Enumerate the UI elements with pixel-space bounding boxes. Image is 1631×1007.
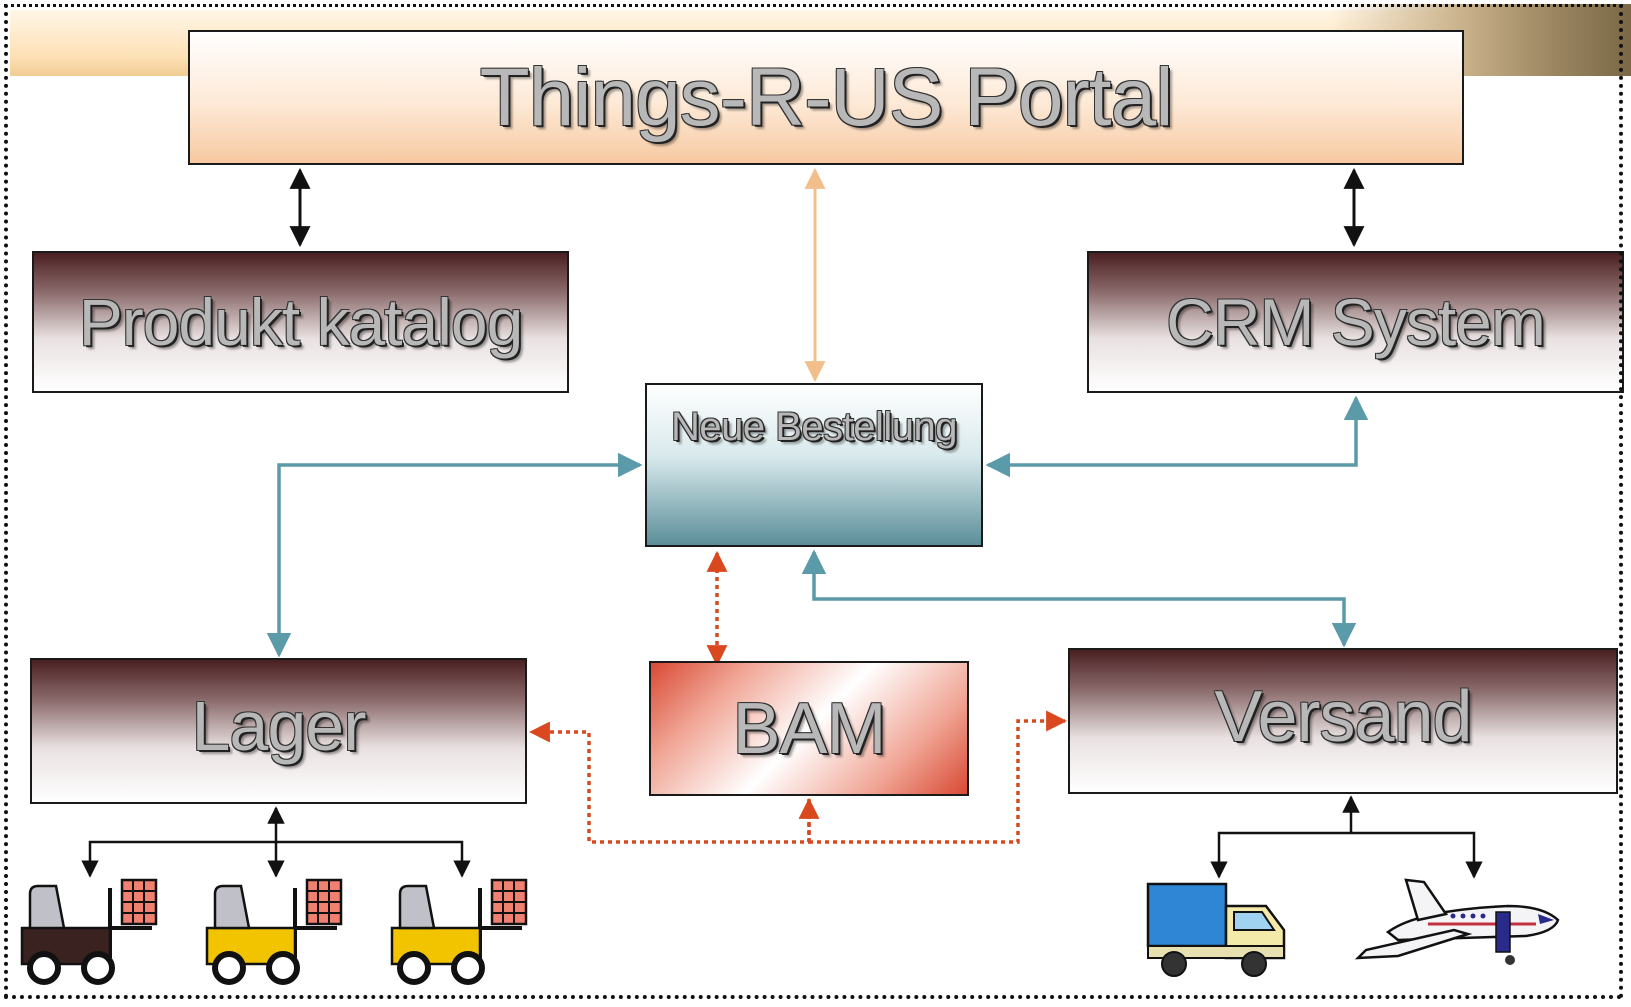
lager-box: Lager [30,658,527,804]
portal-box: Things-R-US Portal [188,30,1464,165]
arrow-versand-truck [1210,831,1351,879]
portal-label: Things-R-US Portal [479,51,1174,143]
arrow-neue-lager [266,452,643,658]
crm-system-label: CRM System [1166,285,1546,359]
airplane-icon [1354,878,1560,965]
arrow-lager-right [276,840,471,878]
forklift-icon [20,878,158,985]
arrow-versand-plane [1351,831,1483,879]
arrow-neue-crm [985,395,1369,478]
bam-label: BAM [732,688,886,769]
neue-bestellung-label: Neue Bestellung [670,405,958,449]
neue-bestellung-box: Neue Bestellung [645,383,983,547]
produkt-katalog-label: Produkt katalog [78,285,524,359]
versand-label: Versand [1214,677,1472,757]
forklift-icon [205,878,343,985]
truck-icon [1146,882,1286,977]
crm-system-box: CRM System [1087,251,1624,393]
arrow-bam-lager [528,721,811,844]
lager-label: Lager [191,687,366,765]
versand-box: Versand [1068,648,1618,794]
produkt-katalog-box: Produkt katalog [32,251,569,393]
forklift-icon [390,878,528,985]
arrow-lager-left [81,840,276,878]
dotted-frame [4,4,1623,999]
bam-box: BAM [649,661,969,796]
arrow-bam-versand [809,710,1068,844]
arrow-neue-versand [801,549,1357,648]
